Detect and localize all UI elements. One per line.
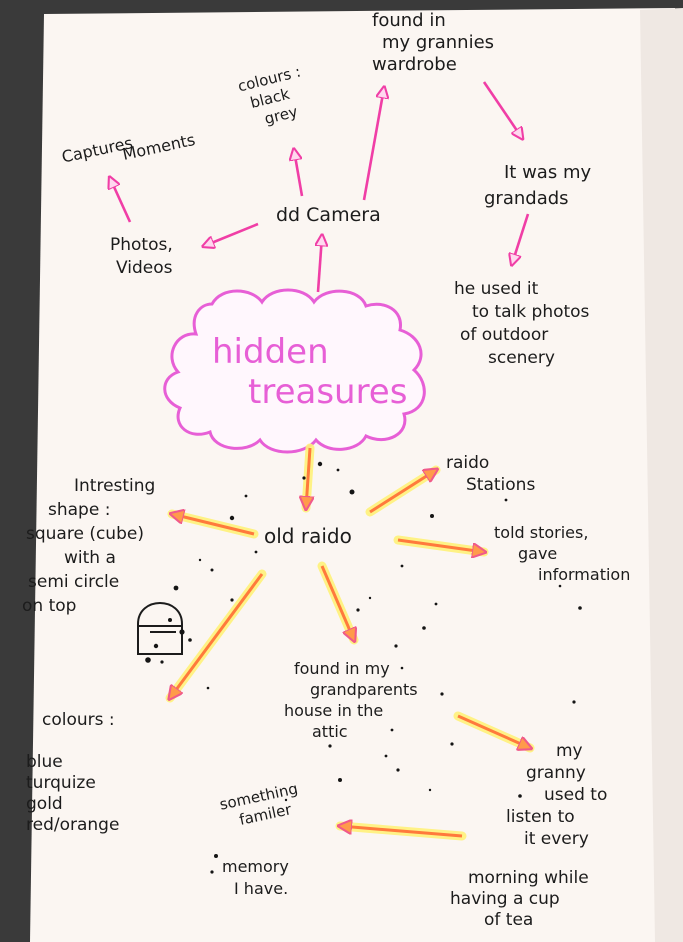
told-line: told stories,: [494, 523, 589, 542]
arrow-radio-to-colours: [170, 573, 264, 698]
arrow-radio-to-told: [397, 538, 484, 552]
arrow-camera-to-found: [362, 88, 384, 201]
central-topic-line2: treasures: [248, 372, 408, 412]
arrow-radio-to-found: [320, 565, 354, 640]
photos-line: Videos: [116, 258, 173, 278]
arrow-cloud-to-radio: [306, 447, 310, 508]
morning-line: of tea: [484, 910, 534, 930]
morning-line: morning while: [468, 868, 589, 888]
central-cloud: [163, 288, 426, 454]
ink-splatter: [145, 461, 582, 874]
attic-line: attic: [312, 722, 348, 741]
told-line: information: [538, 565, 631, 584]
radio-colours-heading: colours :: [42, 710, 115, 730]
attic-line: grandparents: [310, 680, 418, 699]
found-in-wardrobe-node: found in my grannies wardrobe: [372, 10, 494, 76]
shape-line: square (cube): [26, 524, 144, 544]
orange-arrows: [170, 447, 530, 838]
central-topic: hidden treasures: [212, 332, 407, 412]
shape-line: Intresting: [74, 476, 156, 496]
photos-line: Photos,: [110, 235, 173, 255]
radio-sketch: [137, 602, 183, 655]
shape-line: semi circle: [28, 572, 120, 592]
memory-line: memory: [222, 857, 289, 876]
told-line: gave: [518, 544, 558, 563]
colour-item: turquize: [26, 773, 96, 793]
found-wardrobe-line: wardrobe: [372, 54, 457, 75]
old-camera-label: dd Camera: [276, 204, 381, 226]
used-for-line: he used it: [454, 279, 539, 299]
grandads-line: grandads: [484, 188, 569, 209]
arrow-cloud-to-camera: [318, 236, 322, 293]
used-for-line: to talk photos: [472, 302, 590, 322]
shape-line: on top: [22, 596, 77, 616]
granny-line: used to: [544, 785, 608, 805]
radio-colours-list: blue turquize gold red/orange: [26, 752, 119, 836]
pink-arrows: [110, 81, 530, 293]
shape-line: with a: [64, 548, 116, 568]
granny-line: granny: [526, 763, 586, 783]
granny-line: listen to: [506, 807, 575, 827]
old-radio-label: old raido: [264, 524, 352, 548]
photos-videos-node: Photos, Videos: [110, 234, 173, 280]
arrow-found-to-granny: [457, 714, 530, 748]
found-wardrobe-line: my grannies: [382, 32, 495, 53]
found-in-attic-node: found in my grandparents house in the at…: [284, 658, 418, 742]
attic-line: house in the: [284, 701, 384, 720]
told-stories-node: told stories, gave information: [494, 522, 630, 585]
shape-line: shape :: [48, 500, 111, 520]
stations-line: raido: [446, 453, 490, 473]
arrow-camera-to-colours: [294, 150, 304, 197]
morning-line: having a cup: [450, 889, 560, 909]
used-for-line: of outdoor: [460, 325, 549, 345]
old-radio-node: old raido: [264, 526, 352, 547]
colour-item: red/orange: [26, 815, 120, 835]
attic-line: found in my: [294, 659, 390, 678]
radio-colours-label: colours :: [42, 710, 115, 731]
arrow-photos-to-captures: [110, 178, 132, 223]
granny-listened-node: my granny used to listen to it every: [504, 740, 607, 850]
granny-line: it every: [524, 829, 589, 849]
memory-line: I have.: [234, 879, 289, 898]
stations-line: Stations: [466, 475, 536, 495]
grandads-node: It was my grandads: [484, 160, 591, 212]
arrow-radio-to-stations: [369, 470, 436, 514]
used-for-photos-node: he used it to talk photos of outdoor sce…: [454, 278, 589, 370]
old-camera-node: dd Camera: [276, 205, 381, 226]
central-topic-line1: hidden: [212, 332, 329, 372]
grandads-line: It was my: [504, 162, 592, 183]
arrow-camera-to-photos: [204, 222, 259, 246]
colour-item: blue: [26, 752, 63, 772]
radio-stations-node: raido Stations: [446, 452, 535, 496]
memory-node: memory I have.: [222, 856, 289, 900]
colour-item: gold: [26, 794, 63, 814]
arrow-found-to-grandads: [482, 81, 522, 138]
found-wardrobe-line: found in: [372, 10, 446, 31]
paper-shadow-edge: [640, 8, 683, 942]
granny-line: my: [556, 741, 583, 761]
used-for-line: scenery: [488, 348, 555, 368]
arrow-grandads-to-used: [512, 213, 530, 264]
arrow-granny-to-familiar: [340, 826, 463, 838]
arrow-radio-to-shape: [172, 514, 255, 536]
interesting-shape-node: Intresting shape : square (cube) with a …: [22, 474, 156, 618]
morning-tea-node: morning while having a cup of tea: [450, 868, 589, 931]
